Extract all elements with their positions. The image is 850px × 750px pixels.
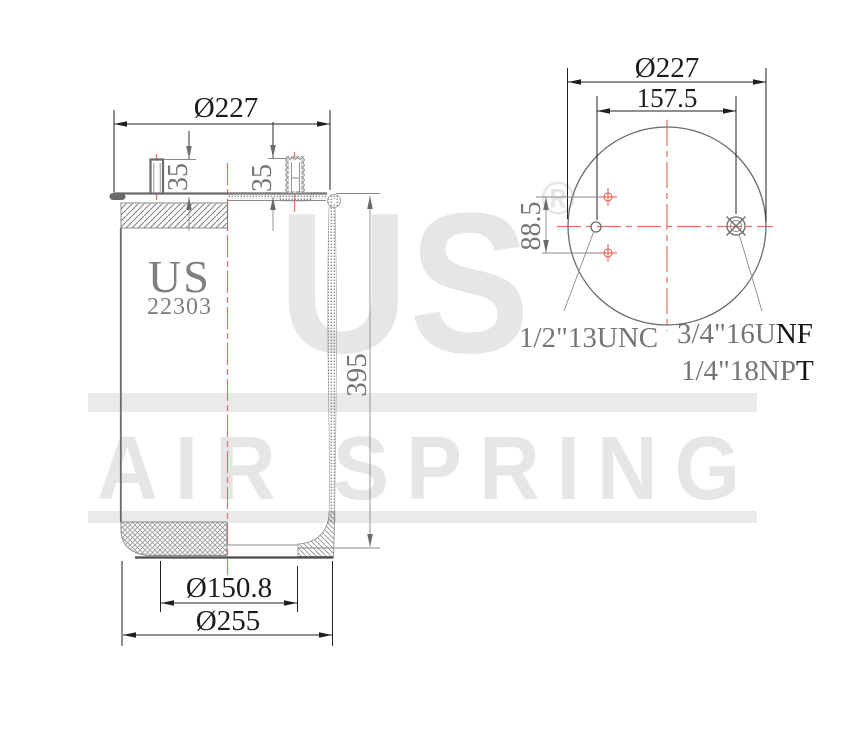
- arrow-down-icon: [270, 145, 276, 158]
- dim-piston-diameter-lines: [160, 561, 298, 612]
- rubber-bumper-section: [120, 521, 228, 556]
- bellows-top-curl-core: [332, 199, 336, 203]
- dim-base-diameter-lines: [121, 561, 333, 646]
- bead-plate-section-hatch: [120, 202, 228, 229]
- dim-height-text: 395: [341, 353, 373, 397]
- dim-height-lines: [298, 193, 380, 549]
- dim-piston-diameter-text: Ø150.8: [186, 572, 272, 604]
- air-fitting-symbol: [726, 216, 746, 236]
- stud-hole-circle: [590, 221, 602, 233]
- arrow-up-icon: [186, 197, 192, 210]
- air-fitting-thread-label: 3/4"16UNF: [677, 318, 813, 350]
- arrow-up-icon: [367, 196, 373, 209]
- side-view: US 22303: [109, 152, 341, 575]
- leader-air-fitting: [738, 233, 763, 312]
- arrow-right-icon: [753, 79, 766, 85]
- watermark-brand-text: US: [278, 172, 530, 395]
- air-fitting-thread-label-main-end: NF: [776, 318, 813, 350]
- arrow-left-icon: [114, 121, 127, 127]
- arrow-right-icon: [284, 600, 297, 606]
- part-brand-label: US: [148, 251, 211, 302]
- arrow-down-icon: [543, 240, 549, 253]
- arrow-right-icon: [723, 108, 736, 114]
- watermark-bar-bottom: [88, 511, 757, 523]
- watermark: US ® AIR SPRING: [88, 172, 757, 523]
- arrow-left-icon: [123, 632, 136, 638]
- dim-stud-spacing-lines: [596, 96, 737, 220]
- arrow-down-icon: [186, 146, 192, 159]
- dim-outer-diameter-text: Ø227: [635, 52, 699, 84]
- bead-plate-rubber-layer: [228, 193, 326, 199]
- blind-stud-crosshair-icon: [599, 188, 617, 206]
- air-fitting-flange: [279, 192, 312, 202]
- dim-top-diameter-text: Ø227: [194, 92, 258, 124]
- dim-stud-left-text: 35: [163, 163, 194, 191]
- mounting-stud-left-thread-lines: [153, 163, 161, 193]
- dim-top-diameter-lines: [113, 110, 331, 192]
- arrow-up-icon: [543, 197, 549, 210]
- arrow-left-icon: [568, 79, 581, 85]
- watermark-bar-top: [88, 393, 757, 412]
- watermark-brandline-text: AIR SPRING: [97, 419, 757, 519]
- registered-trademark-icon: ®: [541, 172, 575, 224]
- mounting-stud-left: [149, 158, 165, 195]
- part-number-label: 22303: [147, 294, 212, 320]
- arrow-right-icon: [317, 121, 330, 127]
- air-fitting-stud: [285, 156, 305, 195]
- arrow-left-icon: [597, 108, 610, 114]
- side-view-dimensions: Ø227 35 35 395 Ø150.8 Ø255: [113, 92, 380, 646]
- air-fitting-thread-sublabel: 1/4"18NPT: [681, 355, 814, 387]
- arrow-right-icon: [319, 632, 332, 638]
- dim-stud-offset-text: 88.5: [516, 202, 547, 251]
- dim-outer-diameter-lines: [567, 68, 767, 222]
- arrow-up-icon: [270, 197, 276, 210]
- air-fitting-thread-sublabel-end: T: [796, 355, 814, 387]
- air-fitting-thread-label-main: 3/4"16U: [677, 318, 776, 350]
- stud-thread-label: 1/2"13UNC: [519, 322, 658, 354]
- top-view: Ø227 157.5 88.5 1/2"13UNC 3/4"16UNF 1/4"…: [516, 52, 814, 387]
- arrow-down-icon: [367, 534, 373, 547]
- dim-stud-spacing-text: 157.5: [637, 83, 698, 113]
- air-fitting-thread-sublabel-main: 1/4"18NP: [681, 355, 796, 387]
- air-fitting-bore-lines: [291, 162, 300, 193]
- arrow-left-icon: [161, 600, 174, 606]
- plate-outline-circle: [567, 126, 767, 326]
- dim-stud-right-text: 35: [247, 164, 278, 192]
- bellows-sleeve-wall: [327, 206, 337, 523]
- blind-stud-crosshair-icon: [599, 244, 617, 262]
- leader-stud-thread: [563, 230, 595, 312]
- dim-base-diameter-text: Ø255: [196, 605, 260, 637]
